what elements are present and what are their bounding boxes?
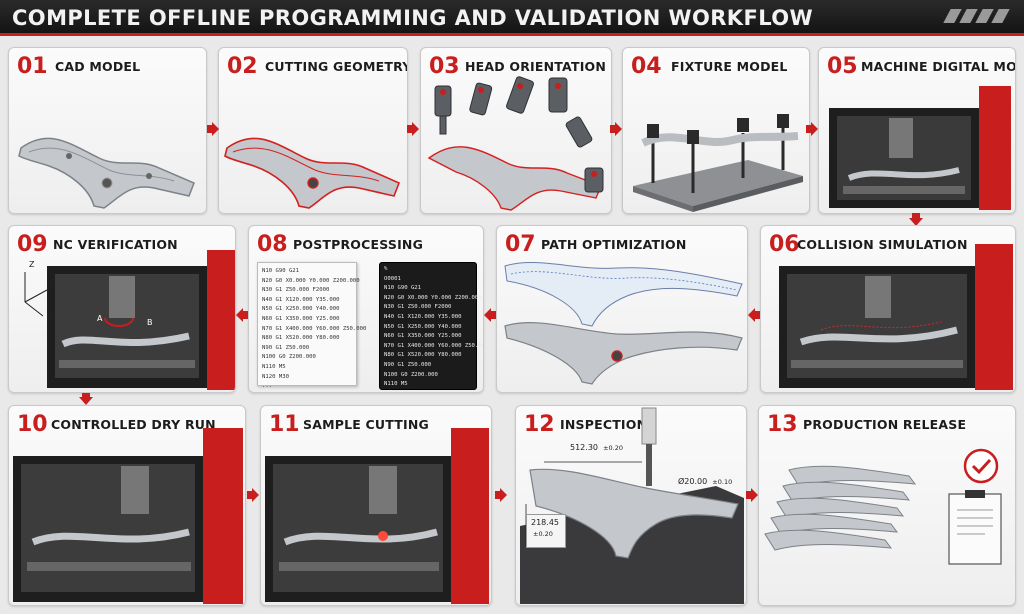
step-card-09: 09 NC VERIFICATION Z Y X A B [8, 225, 236, 393]
sample-cutting-illustration [265, 428, 489, 604]
controlled-dry-run-illustration [13, 428, 243, 604]
step-card-05: 05 MACHINE DIGITAL MODEL [818, 47, 1016, 214]
nc-verification-illustration [24, 250, 235, 390]
step-title: HEAD ORIENTATION [465, 59, 607, 74]
height-dimension: 218.45 [531, 518, 559, 527]
flow-arrow-11-12 [495, 488, 507, 502]
step-title: COLLISION SIMULATION [797, 237, 968, 252]
height-dimension-box [526, 514, 566, 548]
nc-code-sheet-dark: % O0001 N10 G90 G21 N20 G0 X0.000 Y0.000… [379, 262, 483, 392]
header-bar: COMPLETE OFFLINE PROGRAMMING AND VALIDAT… [0, 0, 1024, 36]
flow-arrow-08-09 [236, 308, 248, 322]
collision-simulation-illustration [779, 244, 1013, 390]
flow-arrow-02-03 [407, 122, 419, 136]
step-title: PATH OPTIMIZATION [541, 237, 687, 252]
flow-arrow-03-04 [610, 122, 622, 136]
path-optimization-illustration [504, 262, 743, 385]
step-card-06: 06 COLLISION SIMULATION [760, 225, 1016, 393]
step-number: 13 [767, 412, 798, 437]
length-dimension: 512.30 ±0.20 [570, 443, 624, 452]
step-card-10: 10 CONTROLLED DRY RUN [8, 405, 246, 606]
height-tolerance: ±0.20 [533, 530, 553, 538]
inspection-illustration [520, 407, 744, 604]
step-title: INSPECTION [560, 417, 648, 432]
head-orientation-illustration [427, 76, 604, 211]
step-title: POSTPROCESSING [293, 237, 424, 252]
flow-arrow-01-02 [207, 122, 219, 136]
step-number: 06 [769, 232, 800, 257]
flow-arrow-04-05 [806, 122, 818, 136]
step-number: 04 [631, 54, 662, 79]
axis-label-b: B [147, 318, 153, 327]
nc-code-sheet-light: N10 G90 G21 N20 G0 X0.000 Y0.000 Z200.00… [257, 262, 366, 389]
fixture-model-illustration [633, 114, 803, 212]
step-title: NC VERIFICATION [53, 237, 178, 252]
step-number: 03 [429, 54, 460, 79]
step-card-08: 08 POSTPROCESSING N10 G90 G21 N20 G0 X0.… [248, 225, 484, 393]
step-title: CUTTING GEOMETRY [265, 59, 408, 74]
step-number: 09 [17, 232, 48, 257]
step-card-02: 02 CUTTING GEOMETRY [218, 47, 408, 214]
flow-arrow-12-13 [746, 488, 758, 502]
step-card-01: 01 CAD MODEL [8, 47, 207, 214]
diameter-dimension: Ø20.00 ±0.10 [678, 477, 733, 486]
axis-label-z: Z [29, 260, 35, 269]
flow-arrow-05-06 [909, 213, 923, 226]
flow-arrow-07-08 [484, 308, 496, 322]
step-title: PRODUCTION RELEASE [803, 417, 967, 432]
step-number: 01 [17, 54, 48, 79]
machine-digital-model-illustration [829, 86, 1011, 210]
step-title: CONTROLLED DRY RUN [51, 417, 216, 432]
axis-label-a: A [97, 314, 103, 323]
nc-code-dark: % O0001 N10 G90 G21 N20 G0 X0.000 Y0.000… [384, 266, 483, 392]
step-title: SAMPLE CUTTING [303, 417, 429, 432]
step-number: 05 [827, 54, 858, 79]
nc-code-light: N10 G90 G21 N20 G0 X0.000 Y0.000 Z200.00… [262, 268, 367, 390]
flow-arrow-10-11 [247, 488, 259, 502]
step-number: 11 [269, 412, 300, 437]
page-title: COMPLETE OFFLINE PROGRAMMING AND VALIDAT… [12, 6, 814, 30]
step-card-11: 11 SAMPLE CUTTING [260, 405, 492, 606]
step-card-03: 03 HEAD ORIENTATION [420, 47, 612, 214]
step-number: 10 [17, 412, 48, 437]
step-title: CAD MODEL [55, 59, 141, 74]
axis-label-x: X [49, 312, 55, 321]
step-card-07: 07 PATH OPTIMIZATION [496, 225, 748, 393]
step-number: 08 [257, 232, 288, 257]
production-release-illustration [764, 448, 1002, 565]
flow-arrow-06-07 [748, 308, 760, 322]
axis-label-y: Y [49, 282, 54, 291]
step-card-04: 04 FIXTURE MODEL [622, 47, 810, 214]
step-title: FIXTURE MODEL [671, 59, 788, 74]
cutting-geometry-illustration [224, 137, 401, 209]
cad-part-illustration [18, 137, 195, 209]
header-stripes-decoration [943, 9, 1010, 23]
step-number: 12 [524, 412, 555, 437]
step-card-13: 13 PRODUCTION RELEASE [758, 405, 1016, 606]
step-card-12: 12 INSPECTION 512.30 ±0.20 Ø20.00 ±0.10 … [515, 405, 747, 606]
flow-arrow-09-10 [79, 393, 93, 405]
step-title: MACHINE DIGITAL MODEL [861, 59, 1016, 74]
step-number: 07 [505, 232, 536, 257]
step-number: 02 [227, 54, 258, 79]
